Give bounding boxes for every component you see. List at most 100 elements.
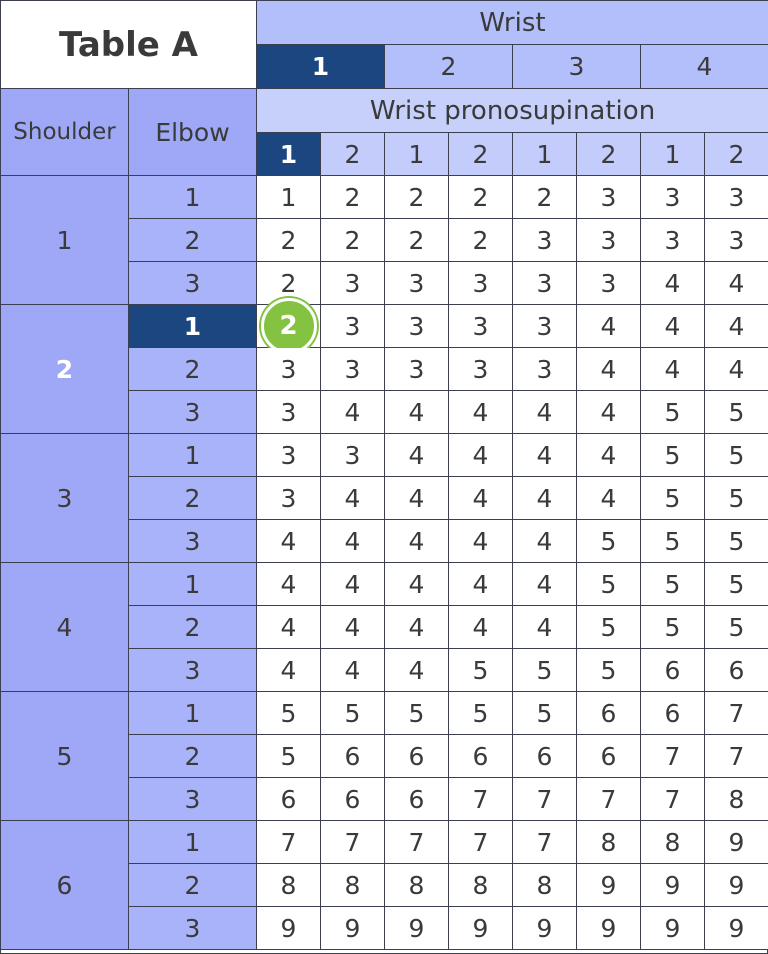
elbow-value: 3 [129, 520, 257, 563]
score-cell: 4 [449, 391, 513, 434]
score-cell: 4 [577, 434, 641, 477]
score-cell: 5 [641, 563, 705, 606]
score-cell: 4 [321, 606, 385, 649]
score-cell: 5 [577, 563, 641, 606]
score-cell: 8 [705, 778, 768, 821]
elbow-value: 1 [129, 305, 257, 348]
score-cell: 4 [513, 520, 577, 563]
score-cell: 6 [449, 735, 513, 778]
score-cell: 4 [577, 477, 641, 520]
score-cell: 5 [257, 735, 321, 778]
score-cell-selected: 2 [257, 298, 321, 354]
score-cell: 3 [577, 262, 641, 305]
score-cell: 5 [321, 692, 385, 735]
score-cell: 6 [641, 692, 705, 735]
score-cell: 4 [513, 477, 577, 520]
score-cell: 6 [577, 735, 641, 778]
score-cell: 5 [705, 477, 768, 520]
score-cell: 7 [321, 821, 385, 864]
score-cell: 5 [577, 520, 641, 563]
score-cell: 3 [449, 305, 513, 348]
score-cell: 5 [577, 606, 641, 649]
score-cell: 4 [513, 434, 577, 477]
score-cell: 3 [641, 219, 705, 262]
score-cell: 5 [705, 391, 768, 434]
score-cell: 3 [705, 176, 768, 219]
score-cell: 3 [641, 176, 705, 219]
elbow-value: 2 [129, 219, 257, 262]
score-cell: 4 [385, 649, 449, 692]
score-cell: 3 [577, 219, 641, 262]
score-cell: 3 [385, 348, 449, 391]
shoulder-value-1: 1 [1, 176, 129, 305]
score-cell: 4 [513, 563, 577, 606]
score-cell: 3 [705, 219, 768, 262]
score-cell: 4 [705, 262, 768, 305]
score-cell: 8 [257, 864, 321, 907]
shoulder-value-6: 6 [1, 821, 129, 950]
elbow-value: 1 [129, 176, 257, 219]
score-cell: 8 [577, 821, 641, 864]
score-cell: 9 [577, 864, 641, 907]
score-cell: 5 [641, 477, 705, 520]
score-cell: 4 [321, 477, 385, 520]
score-cell: 4 [385, 434, 449, 477]
score-cell: 6 [385, 735, 449, 778]
table-title: Table A [1, 1, 257, 89]
score-cell: 8 [385, 864, 449, 907]
elbow-value: 1 [129, 692, 257, 735]
score-cell: 7 [513, 778, 577, 821]
score-cell: 3 [513, 348, 577, 391]
score-cell: 4 [321, 391, 385, 434]
score-cell: 8 [321, 864, 385, 907]
score-cell: 9 [705, 864, 768, 907]
score-cell: 9 [449, 907, 513, 950]
score-cell: 9 [257, 907, 321, 950]
score-cell: 4 [513, 606, 577, 649]
elbow-value: 2 [129, 348, 257, 391]
score-cell: 4 [257, 649, 321, 692]
shoulder-value-5: 5 [1, 692, 129, 821]
score-cell: 3 [321, 348, 385, 391]
score-cell: 9 [321, 907, 385, 950]
score-cell: 4 [705, 348, 768, 391]
score-cell: 5 [641, 520, 705, 563]
elbow-value: 3 [129, 391, 257, 434]
score-cell: 7 [705, 692, 768, 735]
score-cell: 4 [705, 305, 768, 348]
elbow-value: 3 [129, 649, 257, 692]
score-cell: 7 [641, 778, 705, 821]
elbow-value: 2 [129, 606, 257, 649]
pronosupination-value: 1 [257, 133, 321, 176]
score-cell: 5 [641, 434, 705, 477]
score-cell: 4 [641, 262, 705, 305]
pronosupination-value: 1 [385, 133, 449, 176]
score-cell: 6 [385, 778, 449, 821]
score-cell: 7 [513, 821, 577, 864]
wrist-header: Wrist [257, 1, 768, 45]
score-cell: 4 [513, 391, 577, 434]
wrist-value-4: 4 [641, 45, 768, 89]
score-cell: 7 [257, 821, 321, 864]
score-cell: 4 [257, 520, 321, 563]
score-cell: 6 [321, 735, 385, 778]
score-cell: 6 [577, 692, 641, 735]
score-cell: 5 [257, 692, 321, 735]
score-cell: 7 [705, 735, 768, 778]
score-cell: 4 [321, 563, 385, 606]
elbow-value: 1 [129, 563, 257, 606]
score-cell: 6 [321, 778, 385, 821]
pronosupination-value: 2 [449, 133, 513, 176]
score-cell: 2 [513, 176, 577, 219]
elbow-value: 1 [129, 821, 257, 864]
shoulder-header: Shoulder [1, 89, 129, 176]
score-cell: 7 [449, 821, 513, 864]
score-cell: 4 [641, 305, 705, 348]
pronosupination-value: 2 [577, 133, 641, 176]
score-cell: 3 [321, 262, 385, 305]
score-cell: 5 [449, 692, 513, 735]
score-cell: 4 [385, 477, 449, 520]
score-cell: 5 [705, 606, 768, 649]
score-cell: 2 [257, 262, 321, 305]
